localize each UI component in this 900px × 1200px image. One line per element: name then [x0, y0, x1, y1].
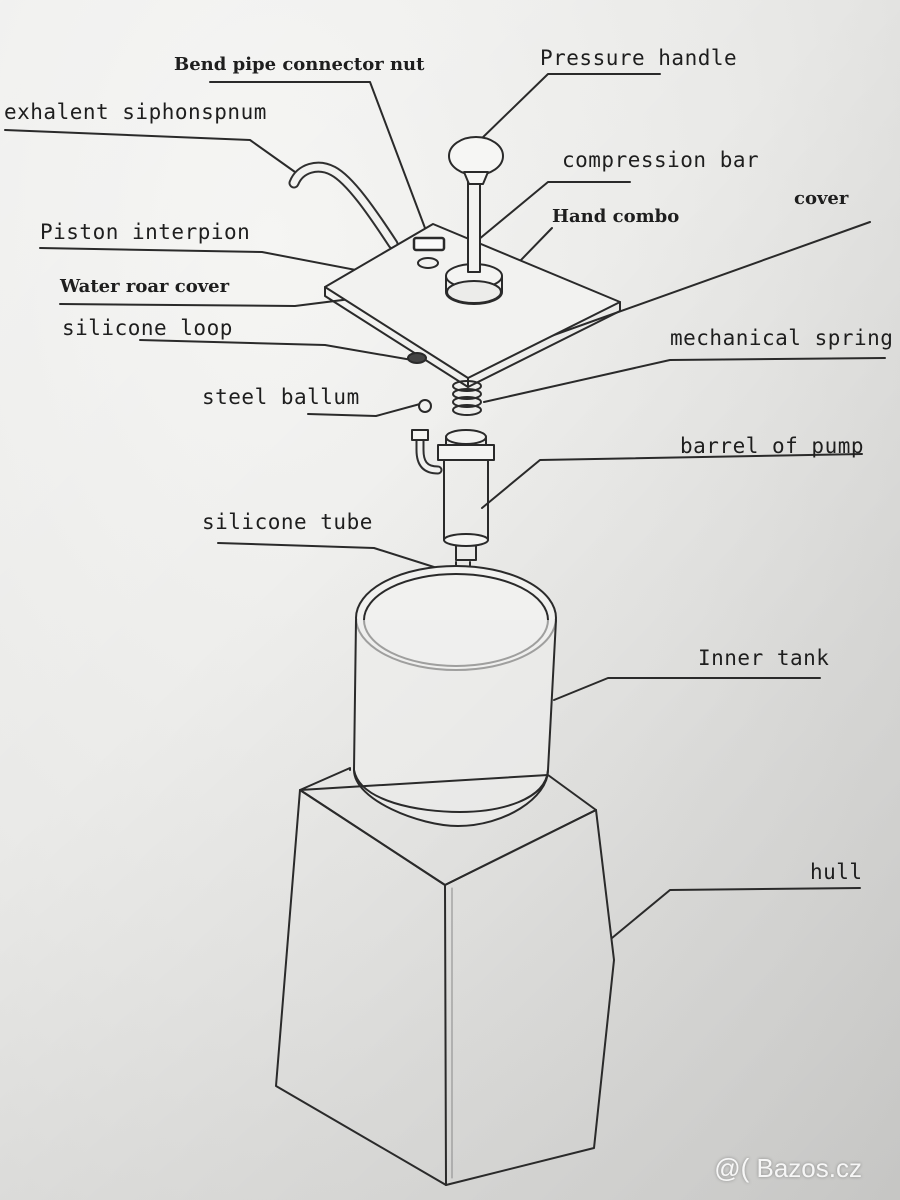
- leader-cover: [539, 221, 871, 341]
- leader-hull: [611, 887, 861, 939]
- label-piston-interpion: Piston interpion: [40, 220, 251, 244]
- mechanical-spring: [452, 380, 482, 416]
- bend-pipe-connector-nut: [412, 236, 446, 252]
- inner-tank: [353, 619, 557, 827]
- leader-compression-bar: [477, 181, 631, 241]
- label-compression-bar: compression bar: [562, 148, 760, 172]
- label-barrel-of-pump: barrel of pump: [680, 434, 865, 458]
- label-hull: hull: [810, 860, 863, 884]
- bazos-watermark: @( Bazos.cz: [714, 1153, 862, 1183]
- leader-silicone-loop: [139, 339, 413, 361]
- leader-pressure-handle: [477, 73, 661, 143]
- leader-silicone-tube: [217, 542, 457, 575]
- label-exhalent-siphonspnum: exhalent siphonspnum: [4, 100, 267, 124]
- leader-bend-pipe-nut: [209, 81, 429, 237]
- piston-interpion: [446, 280, 502, 304]
- pressure-handle: [448, 136, 504, 176]
- cover-hole: [417, 257, 439, 269]
- leader-mechanical-spring: [483, 357, 886, 403]
- label-mechanical-spring: mechanical spring: [670, 326, 894, 350]
- leader-inner-tank: [553, 677, 821, 701]
- label-silicone-tube: silicone tube: [202, 510, 373, 534]
- steel-ballum: [418, 399, 432, 413]
- label-silicone-loop: silicone loop: [62, 316, 233, 340]
- barrel-of-pump: [437, 436, 495, 541]
- leader-barrel-of-pump: [481, 453, 863, 509]
- label-hand-combo: Hand combo: [552, 206, 680, 227]
- label-steel-ballum: steel ballum: [202, 385, 360, 409]
- label-inner-tank: Inner tank: [698, 646, 830, 670]
- silicone-loop: [407, 352, 427, 364]
- label-water-roar-cover: Water roar cover: [60, 276, 230, 297]
- leader-exhalent-siphon: [4, 129, 296, 173]
- leader-steel-ballum: [307, 403, 421, 417]
- compression-bar: [467, 171, 481, 273]
- label-bend-pipe-connector-nut: Bend pipe connector nut: [174, 54, 425, 75]
- label-pressure-handle: Pressure handle: [540, 46, 738, 70]
- label-cover: cover: [794, 188, 849, 209]
